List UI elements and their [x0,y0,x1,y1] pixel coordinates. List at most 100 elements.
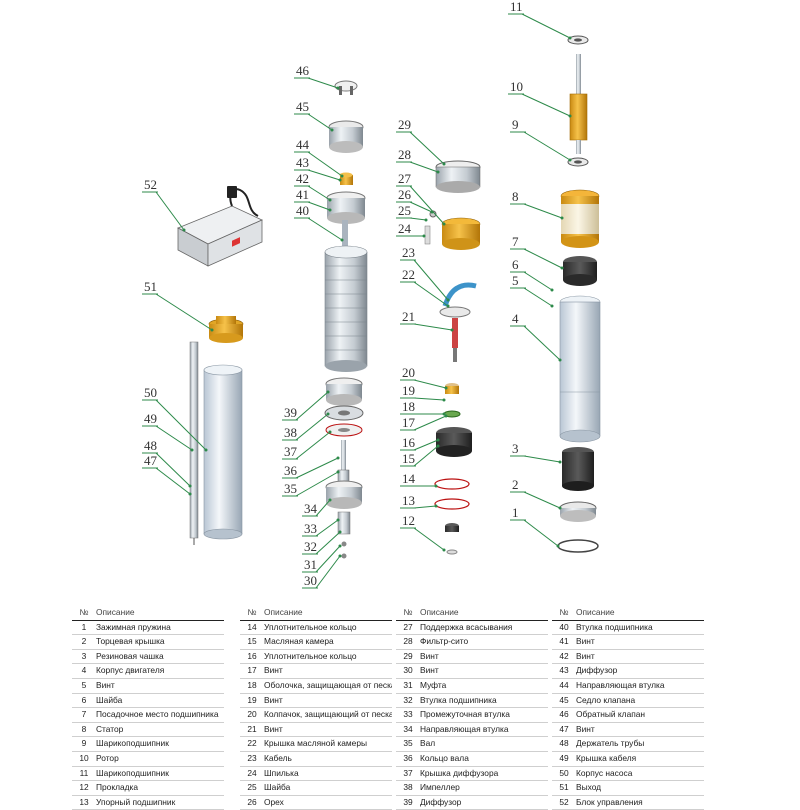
leader-end-52 [182,228,186,232]
callout-6: 6 [512,257,519,272]
leader-end-36 [336,456,340,460]
part-description: Промежуточная втулка [420,709,510,720]
callout-44: 44 [296,137,310,152]
leader-line-35 [295,471,339,497]
part-description: Зажимная пружина [96,621,171,632]
part-number: 21 [247,723,257,734]
leader-end-10 [568,114,572,118]
o-rings [434,478,470,510]
callout-32: 32 [304,539,317,554]
part-number: 29 [403,650,413,661]
leader-end-18 [442,412,446,416]
part-description: Седло клапана [576,694,636,705]
leader-end-48 [188,484,192,488]
part-description: Выход [576,782,602,793]
part-number: 14 [247,621,257,632]
part-description: Фильтр-сито [420,636,469,647]
part-description: Торцевая крышка [96,636,165,647]
leader-end-38 [326,412,330,416]
leader-line-34 [315,499,331,517]
callout-9: 9 [512,117,519,132]
callout-11: 11 [510,0,523,14]
leader-line-5 [523,287,553,307]
leader-end-34 [328,498,332,502]
leader-line-28 [409,161,439,173]
part-description: Винт [96,679,115,690]
part-number: 7 [81,709,87,720]
leader-line-7 [523,248,563,269]
header-description: Описание [576,607,615,617]
part-description: Винт [576,723,595,734]
part-number: 28 [403,636,413,647]
part-description: Кабель [264,752,292,763]
callout-38: 38 [284,425,297,440]
leader-line-30 [315,555,341,589]
part-number: 13 [79,796,89,807]
part-description: Диффузор [576,665,618,676]
leader-end-40 [340,238,344,242]
table-row: 45 Седло клапана [552,694,704,709]
suction-support [424,210,481,250]
leader-end-14 [434,484,438,488]
part-description: Оболочка, защищающая от песка [264,679,392,690]
part-number: 49 [559,752,569,763]
callout-24: 24 [398,221,412,236]
callout-19: 19 [402,383,415,398]
part-number: 37 [403,767,413,778]
leader-line-17 [413,415,447,431]
callout-10: 10 [510,79,523,94]
part-description: Направляющая втулка [420,723,509,734]
leader-line-36 [295,457,339,479]
leader-end-32 [338,530,342,534]
leader-line-6 [523,271,553,291]
part-number: 38 [403,782,413,793]
part-description: Колпачок, защищающий от песка [264,709,392,720]
part-number: 23 [247,752,257,763]
table-row: 28 Фильтр-сито [396,635,548,650]
header-number: № [559,607,569,617]
callout-39: 39 [284,405,297,420]
exploded-pump-diagram: 1234567891011121314151617181920212223242… [142,0,601,589]
leader-line-39 [295,391,329,421]
leader-end-16 [436,438,440,442]
part-description: Винт [576,650,595,661]
part-number: 25 [247,782,257,793]
leader-line-45 [307,113,333,131]
leader-line-37 [295,431,331,460]
callout-30: 30 [304,573,317,588]
part-number: 22 [247,738,257,749]
leader-line-1 [523,519,559,547]
part-number: 15 [247,636,257,647]
part-number: 17 [247,665,257,676]
part-number: 47 [559,723,569,734]
part-description: Прокладка [96,782,139,793]
callout-3: 3 [512,441,519,456]
oil-chamber-cover [439,306,471,362]
part-number: 16 [247,650,257,661]
leader-end-11 [568,36,572,40]
table-row: 23 Кабель [240,752,392,767]
part-description: Обратный клапан [576,709,646,720]
leader-line-31 [315,545,341,573]
leader-end-43 [338,178,342,182]
part-number: 30 [403,665,413,676]
part-number: 20 [247,709,257,720]
callout-5: 5 [512,273,519,288]
part-number: 48 [559,738,569,749]
callout-35: 35 [284,481,297,496]
callout-36: 36 [284,463,298,478]
part-number: 45 [559,694,569,705]
leader-end-24 [422,234,426,238]
end-cover [559,501,597,522]
part-description: Корпус насоса [576,767,633,778]
part-description: Диффузор [420,796,462,807]
bearing-seat [563,256,597,286]
